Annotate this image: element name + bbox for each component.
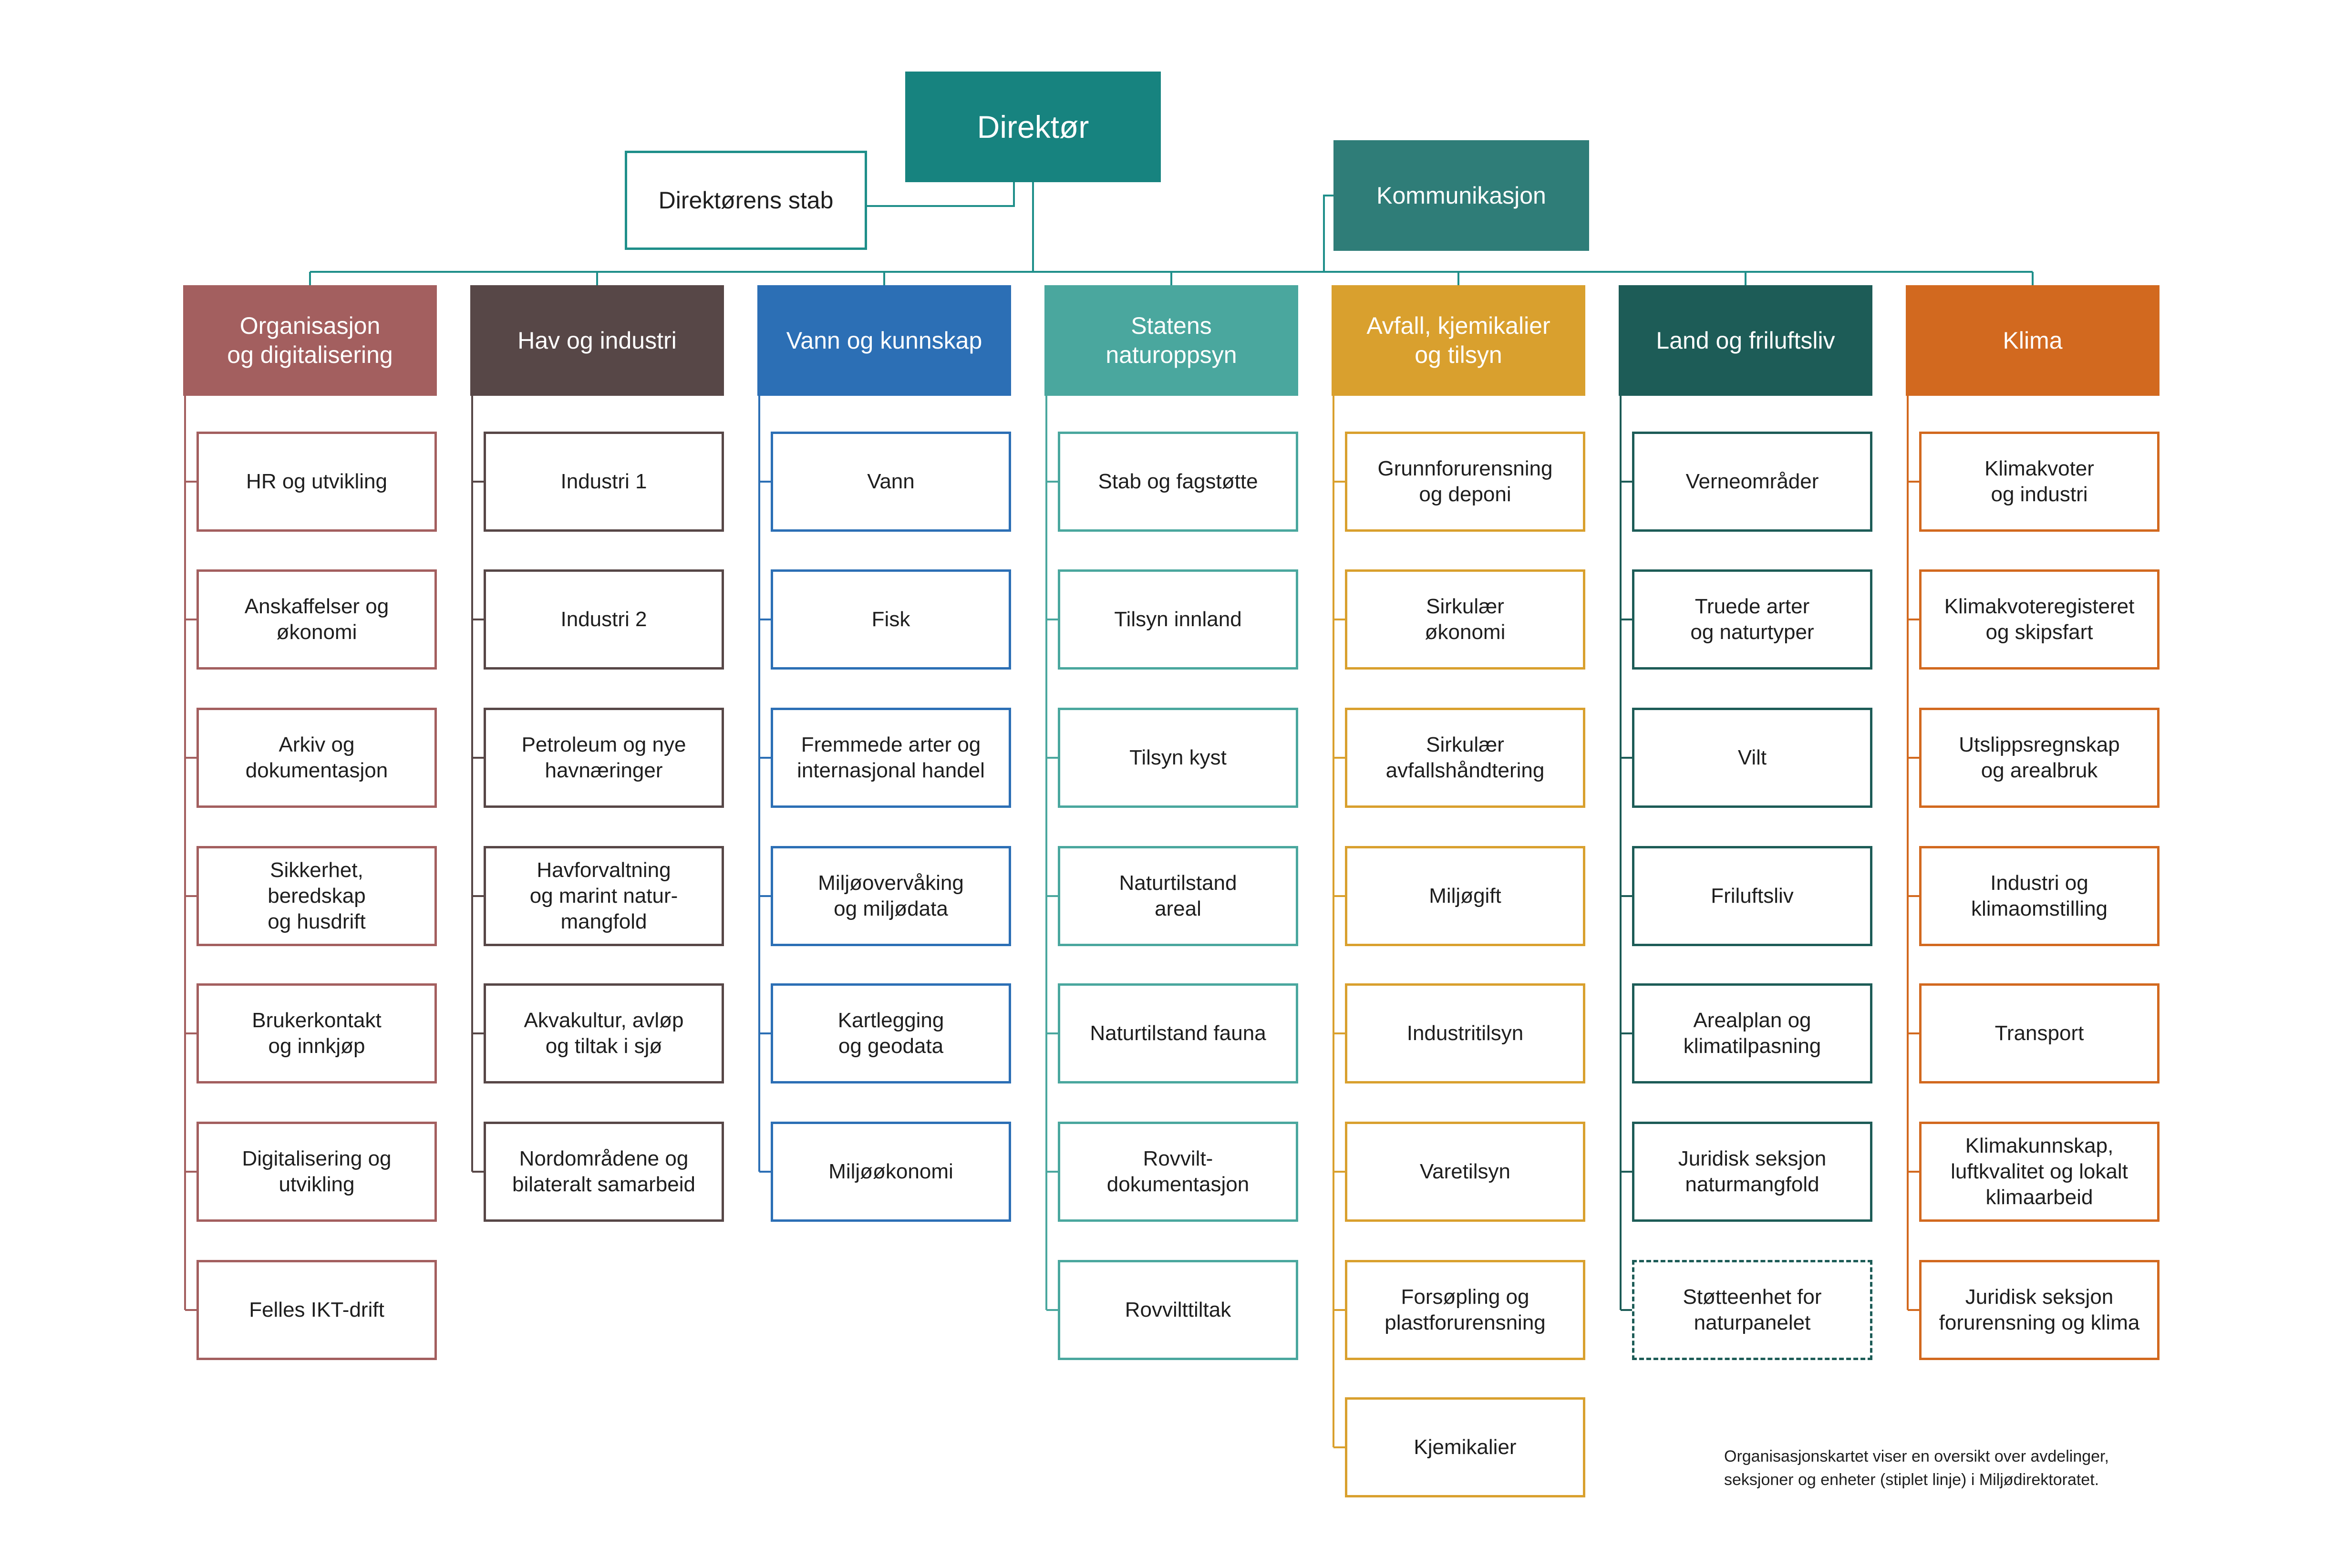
unit-box: Sirkulær avfallshåndtering [1345,708,1585,808]
unit-box: Juridisk seksjon forurensning og klima [1919,1260,2160,1360]
unit-box: Kartlegging og geodata [771,983,1011,1083]
department-header: Klima [1906,285,2160,396]
unit-box: Stab og fagstøtte [1058,432,1298,532]
department-header: Hav og industri [470,285,724,396]
unit-box: Anskaffelser og økonomi [196,569,437,670]
unit-box: Fremmede arter og internasjonal handel [771,708,1011,808]
unit-box: HR og utvikling [196,432,437,532]
footnote: Organisasjonskartet viser en oversikt ov… [1724,1447,2109,1489]
unit-box: Utslippsregnskap og arealbruk [1919,708,2160,808]
unit-box: Havforvaltning og marint natur- mangfold [484,846,724,946]
unit-box: Juridisk seksjon naturmangfold [1632,1122,1872,1222]
unit-box: Tilsyn kyst [1058,708,1298,808]
unit-box: Kjemikalier [1345,1397,1585,1497]
unit-box: Felles IKT-drift [196,1260,437,1360]
unit-box: Klimakvoteregisteret og skipsfart [1919,569,2160,670]
unit-box: Rovvilt- dokumentasjon [1058,1122,1298,1222]
unit-box: Industri 1 [484,432,724,532]
department-header: Organisasjon og digitalisering [183,285,437,396]
unit-box: Industri og klimaomstilling [1919,846,2160,946]
unit-box: Arealplan og klimatilpasning [1632,983,1872,1083]
unit-box: Truede arter og naturtyper [1632,569,1872,670]
department-header: Vann og kunnskap [757,285,1011,396]
unit-box: Støtteenhet for naturpanelet [1632,1260,1872,1360]
unit-box: Klimakvoter og industri [1919,432,2160,532]
unit-box: Sikkerhet, beredskap og husdrift [196,846,437,946]
unit-box: Nordområdene og bilateralt samarbeid [484,1122,724,1222]
communication-box: Kommunikasjon [1333,140,1589,251]
unit-box: Petroleum og nye havnæringer [484,708,724,808]
department-header: Statens naturoppsyn [1044,285,1298,396]
unit-box: Varetilsyn [1345,1122,1585,1222]
unit-box: Grunnforurensning og deponi [1345,432,1585,532]
unit-box: Naturtilstand fauna [1058,983,1298,1083]
unit-box: Verneområder [1632,432,1872,532]
department-header: Land og friluftsliv [1619,285,1872,396]
unit-box: Industri 2 [484,569,724,670]
unit-box: Miljøgift [1345,846,1585,946]
unit-box: Arkiv og dokumentasjon [196,708,437,808]
unit-box: Friluftsliv [1632,846,1872,946]
unit-box: Klimakunnskap, luftkvalitet og lokalt kl… [1919,1122,2160,1222]
unit-box: Tilsyn innland [1058,569,1298,670]
director-staff-box: Direktørens stab [625,151,867,250]
unit-box: Rovvilttiltak [1058,1260,1298,1360]
unit-box: Industritilsyn [1345,983,1585,1083]
unit-box: Miljøovervåking og miljødata [771,846,1011,946]
unit-box: Fisk [771,569,1011,670]
unit-box: Brukerkontakt og innkjøp [196,983,437,1083]
director-box: Direktør [905,72,1161,182]
unit-box: Forsøpling og plastforurensning [1345,1260,1585,1360]
unit-box: Vilt [1632,708,1872,808]
unit-box: Digitalisering og utvikling [196,1122,437,1222]
unit-box: Naturtilstand areal [1058,846,1298,946]
department-header: Avfall, kjemikalier og tilsyn [1332,285,1585,396]
unit-box: Transport [1919,983,2160,1083]
unit-box: Sirkulær økonomi [1345,569,1585,670]
unit-box: Vann [771,432,1011,532]
unit-box: Akvakultur, avløp og tiltak i sjø [484,983,724,1083]
unit-box: Miljøøkonomi [771,1122,1011,1222]
